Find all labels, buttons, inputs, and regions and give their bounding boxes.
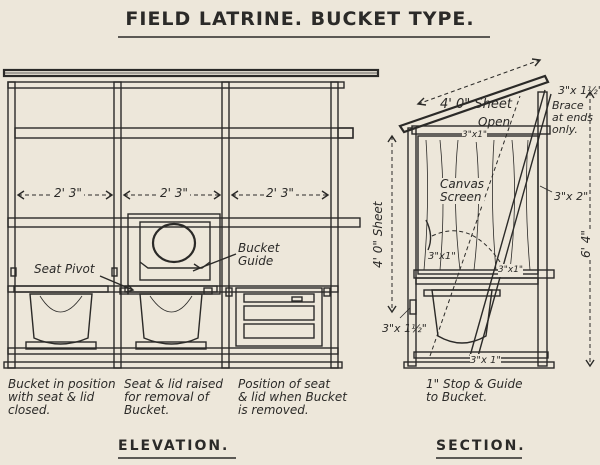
- open-label: Open: [478, 115, 511, 129]
- bay-2-width: 2' 3": [158, 186, 190, 200]
- drawing-title: FIELD LATRINE. BUCKET TYPE.: [125, 8, 475, 30]
- section-caption: SECTION.: [436, 438, 526, 454]
- elevation-caption: ELEVATION.: [118, 438, 230, 454]
- note-bucket-removed: Position of seat & lid when Bucket is re…: [238, 377, 347, 417]
- size-3x1-upper: 3"x1": [462, 129, 488, 142]
- bay-1-width: 2' 3": [52, 186, 84, 200]
- size-3x1-bottom: 3"x 1": [470, 354, 502, 367]
- note-bucket-in-position: Bucket in position with seat & lid close…: [8, 377, 116, 417]
- bay-3-width: 2' 3": [264, 186, 296, 200]
- seat-pivot-label: Seat Pivot: [34, 262, 95, 276]
- roof-sheet-label: 4' 0" Sheet: [440, 97, 512, 112]
- bucket-guide-label: Bucket Guide: [238, 241, 280, 268]
- stop-guide-note: 1" Stop & Guide to Bucket.: [426, 377, 523, 404]
- brace-label: Brace at ends only.: [552, 99, 594, 136]
- size-3x2-label: 3"x 2": [554, 190, 589, 203]
- size-3x1-mid: 3"x1": [428, 251, 456, 262]
- size-3x1-5-top: 3"x 1½": [558, 84, 600, 97]
- note-seat-raised: Seat & lid raised for removal of Bucket.: [124, 377, 224, 417]
- canvas-screen-label: Canvas Screen: [440, 177, 485, 204]
- size-3x1-mid2: 3"x1": [498, 264, 524, 277]
- size-3x1-5-low: 3"x 1½": [382, 322, 427, 335]
